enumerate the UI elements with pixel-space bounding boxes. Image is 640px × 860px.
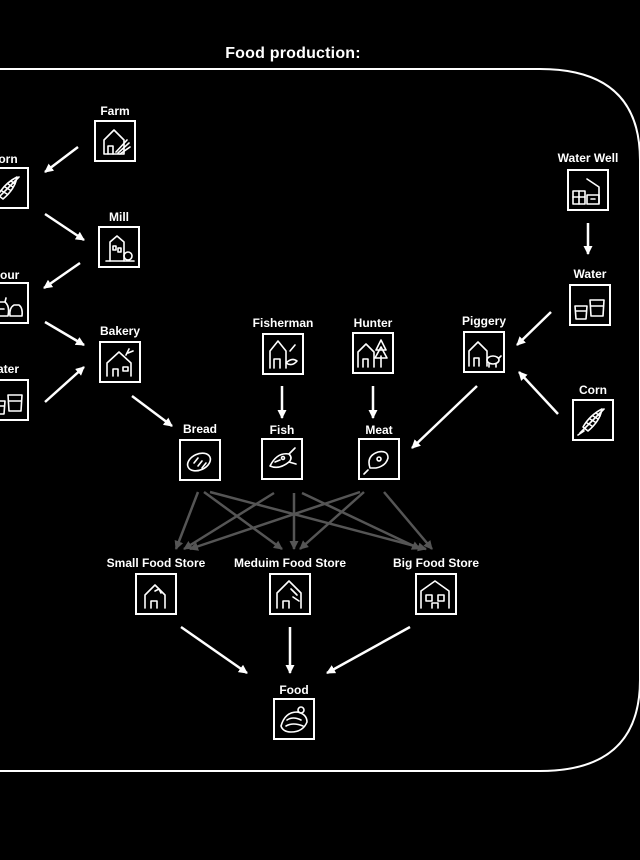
mill-icon <box>98 226 140 268</box>
food-basket-icon <box>273 698 315 740</box>
arrow-bread-to-big-store <box>209 490 427 552</box>
arrow-bakery-to-bread <box>131 395 173 427</box>
bread-icon <box>179 439 221 481</box>
arrows-layer <box>43 146 593 675</box>
arrow-corn-right-to-piggery <box>518 371 559 415</box>
arrow-fish-to-big-store <box>301 491 421 551</box>
node-fisherman-label: Fisherman <box>252 316 314 330</box>
arrow-flour-to-bakery <box>44 320 85 347</box>
node-medium-store-label: Meduim Food Store <box>234 556 346 570</box>
node-piggery-label: Piggery <box>461 314 507 328</box>
fish-icon <box>261 438 303 480</box>
arrow-farm-to-corn-left <box>44 146 79 173</box>
node-food-label: Food <box>279 683 309 697</box>
water-bucket-icon <box>0 379 29 421</box>
node-water-left-label: ater <box>0 362 20 376</box>
arrow-water-left-to-bakery <box>44 366 85 403</box>
node-hunter-label: Hunter <box>353 316 393 330</box>
node-fish-label: Fish <box>269 423 295 437</box>
bakery-icon <box>99 341 141 383</box>
arrow-bread-to-medium-store <box>203 490 283 551</box>
node-small-store-label: Small Food Store <box>106 556 206 570</box>
arrow-bread-to-small-store <box>174 491 200 550</box>
node-bread-label: Bread <box>182 422 218 436</box>
medium-store-icon <box>269 573 311 615</box>
farm-house-icon <box>94 120 136 162</box>
arrow-corn-left-to-mill <box>44 212 85 242</box>
hunter-lodge-icon <box>352 332 394 374</box>
flour-sack-icon <box>0 282 29 324</box>
arrow-meat-to-big-store <box>383 491 433 550</box>
corn-icon <box>572 399 614 441</box>
big-store-icon <box>415 573 457 615</box>
node-corn-right-label: Corn <box>579 383 607 397</box>
node-meat-label: Meat <box>365 423 393 437</box>
corn-icon <box>0 167 29 209</box>
arrow-mill-to-flour <box>43 261 81 290</box>
small-store-icon <box>135 573 177 615</box>
arrow-water-right-to-piggery <box>516 311 552 346</box>
node-bakery-label: Bakery <box>99 324 141 338</box>
node-big-store-label: Big Food Store <box>393 556 479 570</box>
arrow-big-store-to-food <box>326 625 411 675</box>
arrow-small-store-to-food <box>180 625 248 675</box>
arrow-fish-to-small-store <box>183 491 275 551</box>
node-mill-label: Mill <box>109 210 129 224</box>
node-water-well-label: Water Well <box>557 151 619 165</box>
arrow-piggery-to-meat <box>411 385 478 449</box>
fisherman-hut-icon <box>262 333 304 375</box>
node-water-right-label: Water <box>573 267 607 281</box>
diagram-title: Food production: <box>225 45 361 62</box>
rounded-frame <box>0 68 640 772</box>
meat-icon <box>358 438 400 480</box>
arrow-meat-to-medium-store <box>299 491 365 550</box>
piggery-icon <box>463 331 505 373</box>
arrow-meat-to-small-store <box>189 490 361 551</box>
water-bucket-icon <box>569 284 611 326</box>
node-farm-label: Farm <box>100 104 130 118</box>
node-corn-left-label: orn <box>0 152 18 166</box>
water-well-icon <box>567 169 609 211</box>
